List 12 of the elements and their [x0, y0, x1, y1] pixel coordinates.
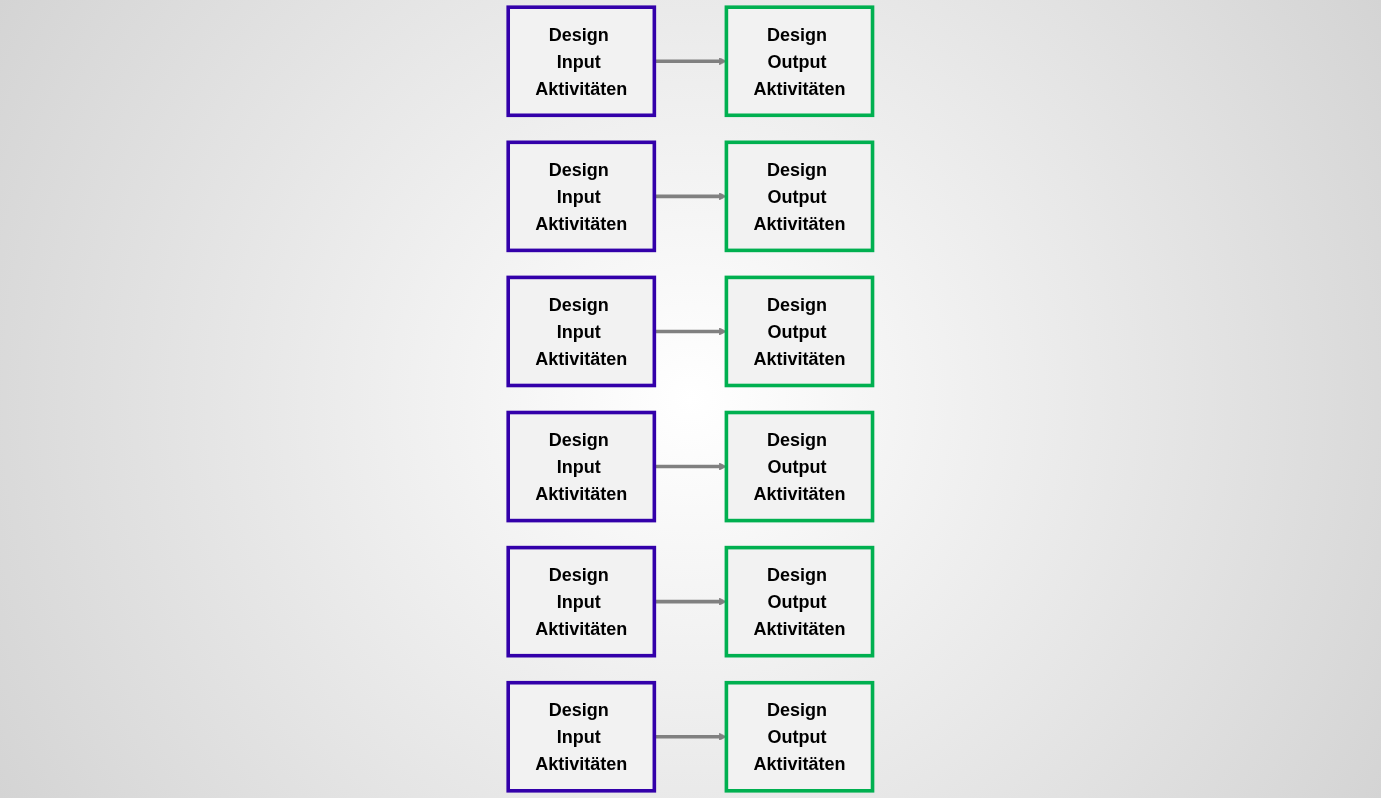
node-box: Design Input Aktivitäten [506, 680, 657, 793]
node-box: Design Input Aktivitäten [506, 140, 657, 253]
node-box: Design Output Aktivitäten [724, 680, 875, 793]
node-box: Design Output Aktivitäten [724, 275, 875, 388]
node-box: Design Output Aktivitäten [724, 5, 875, 118]
node-box: Design Input Aktivitäten [506, 410, 657, 523]
node-box: Design Input Aktivitäten [506, 545, 657, 658]
node-box: Design Input Aktivitäten [506, 275, 657, 388]
node-box: Design Output Aktivitäten [724, 545, 875, 658]
node-box: Design Input Aktivitäten [506, 5, 657, 118]
node-box: Design Output Aktivitäten [724, 410, 875, 523]
node-box: Design Output Aktivitäten [724, 140, 875, 253]
